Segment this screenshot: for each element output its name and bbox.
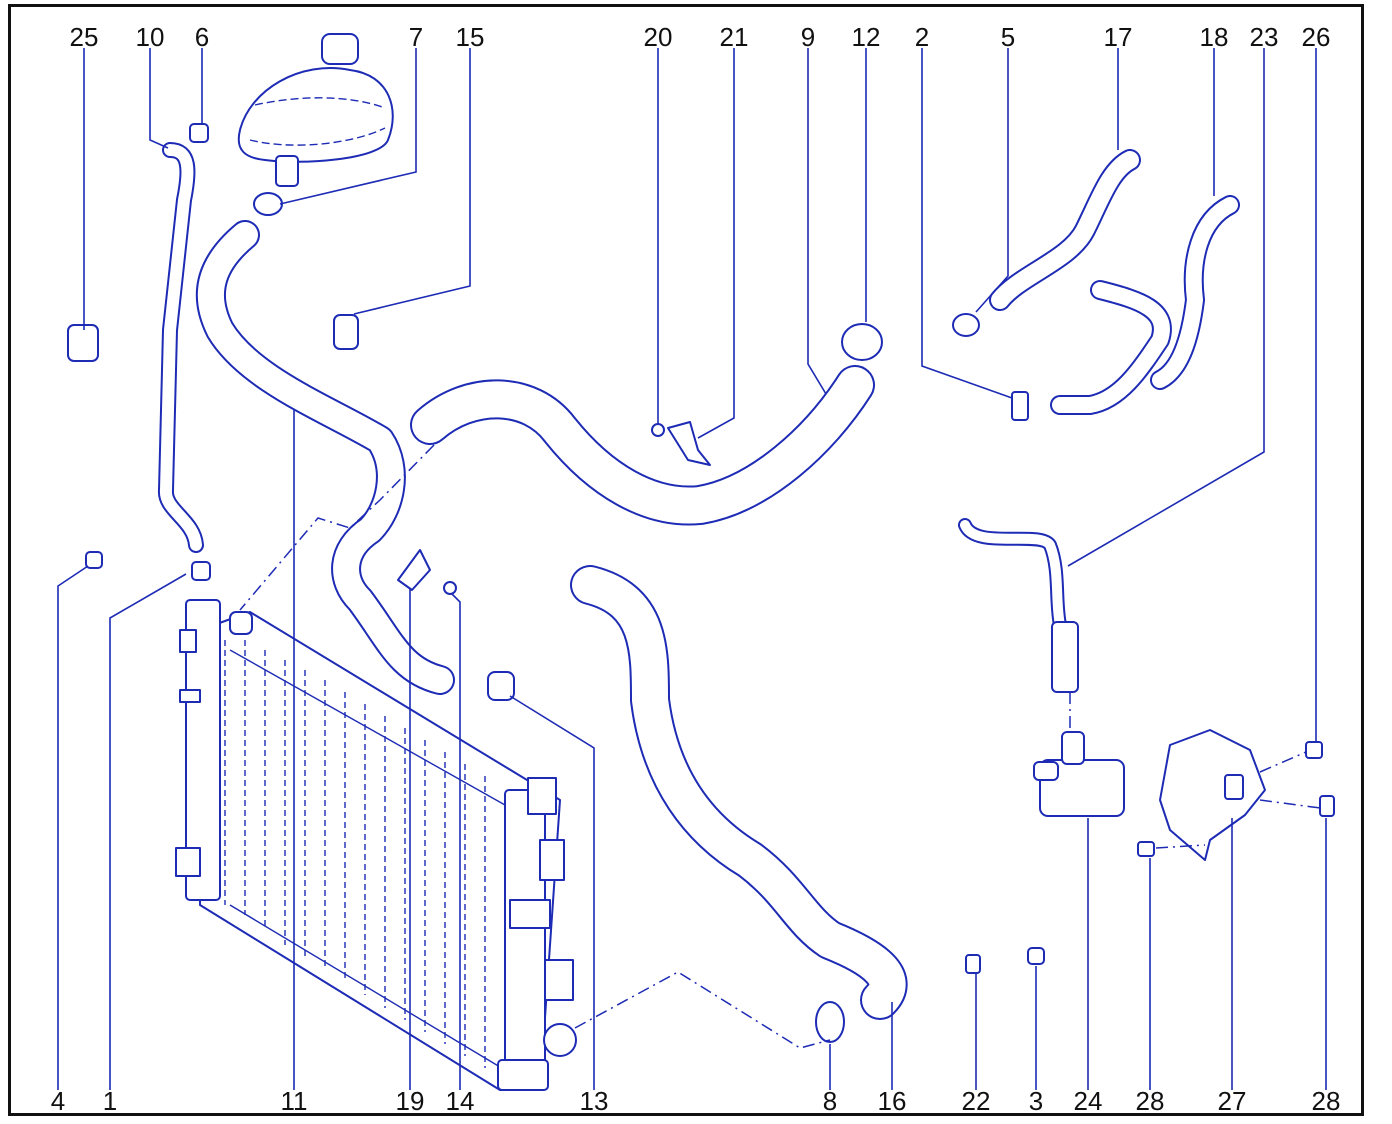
diagram-frame — [8, 4, 1364, 1116]
label-8: 8 — [823, 1086, 837, 1116]
leader-lines — [57, 48, 1327, 1090]
bracket-27 — [1159, 729, 1266, 861]
label-3: 3 — [1029, 1086, 1043, 1116]
label-20: 20 — [644, 22, 673, 52]
clamp-13 — [487, 671, 515, 701]
bolt-20 — [651, 423, 665, 437]
hose-11 — [196, 220, 455, 695]
bolt-14 — [443, 581, 457, 595]
radiator-outlet-port — [543, 1023, 577, 1057]
hose-23 — [958, 518, 1079, 693]
hose-18 — [1050, 195, 1240, 415]
label-18: 18 — [1200, 22, 1229, 52]
bolt-22 — [965, 954, 981, 974]
radiator-right-tank — [504, 789, 546, 1081]
clamp-8 — [815, 1001, 845, 1043]
label-1: 1 — [103, 1086, 117, 1116]
label-24: 24 — [1074, 1086, 1103, 1116]
assembly-lines — [239, 444, 1321, 1049]
label-28-left: 28 — [1136, 1086, 1165, 1116]
bracket-21 — [667, 421, 711, 466]
clamp-5 — [952, 313, 980, 337]
clamp-12 — [841, 323, 883, 361]
expansion-tank-cap — [321, 33, 359, 65]
clamp-1 — [191, 561, 211, 581]
clip-26 — [1305, 741, 1323, 759]
label-25: 25 — [70, 22, 99, 52]
part-number-labels: 25 10 6 7 15 20 21 9 12 2 5 17 18 23 26 … — [51, 22, 1341, 1116]
label-2: 2 — [915, 22, 929, 52]
label-21: 21 — [720, 22, 749, 52]
label-26: 26 — [1302, 22, 1331, 52]
hose-10 — [158, 142, 204, 553]
label-14: 14 — [446, 1086, 475, 1116]
water-pump-24 — [1033, 731, 1125, 817]
bolt-28-right — [1319, 795, 1335, 817]
hose-9 — [410, 365, 875, 526]
radiator-left-tank — [185, 599, 221, 901]
label-6: 6 — [195, 22, 209, 52]
bolt-28-left — [1137, 841, 1155, 857]
clamp-7 — [253, 192, 283, 216]
label-19: 19 — [396, 1086, 425, 1116]
label-4: 4 — [51, 1086, 65, 1116]
label-22: 22 — [962, 1086, 991, 1116]
clamp-25 — [67, 324, 99, 362]
label-23: 23 — [1250, 22, 1279, 52]
clamp-6 — [189, 123, 209, 143]
clip-3 — [1027, 947, 1045, 965]
hose-17 — [989, 149, 1141, 311]
connector-2 — [1011, 391, 1029, 421]
clamp-4 — [85, 551, 103, 569]
label-13: 13 — [580, 1086, 609, 1116]
label-12: 12 — [852, 22, 881, 52]
expansion-tank — [237, 33, 394, 187]
label-16: 16 — [878, 1086, 907, 1116]
label-11: 11 — [281, 1086, 308, 1116]
label-5: 5 — [1001, 22, 1015, 52]
radiator-inlet-port — [229, 611, 253, 635]
clamp-15 — [333, 314, 359, 350]
hose-16 — [570, 565, 908, 1020]
radiator — [175, 599, 577, 1091]
label-10: 10 — [136, 22, 165, 52]
label-28-right: 28 — [1312, 1086, 1341, 1116]
radiator-core-fins — [224, 640, 506, 1071]
bracket-19 — [397, 549, 431, 591]
label-9: 9 — [801, 22, 815, 52]
label-27: 27 — [1218, 1086, 1247, 1116]
label-15: 15 — [456, 22, 485, 52]
label-7: 7 — [409, 22, 423, 52]
label-17: 17 — [1104, 22, 1133, 52]
